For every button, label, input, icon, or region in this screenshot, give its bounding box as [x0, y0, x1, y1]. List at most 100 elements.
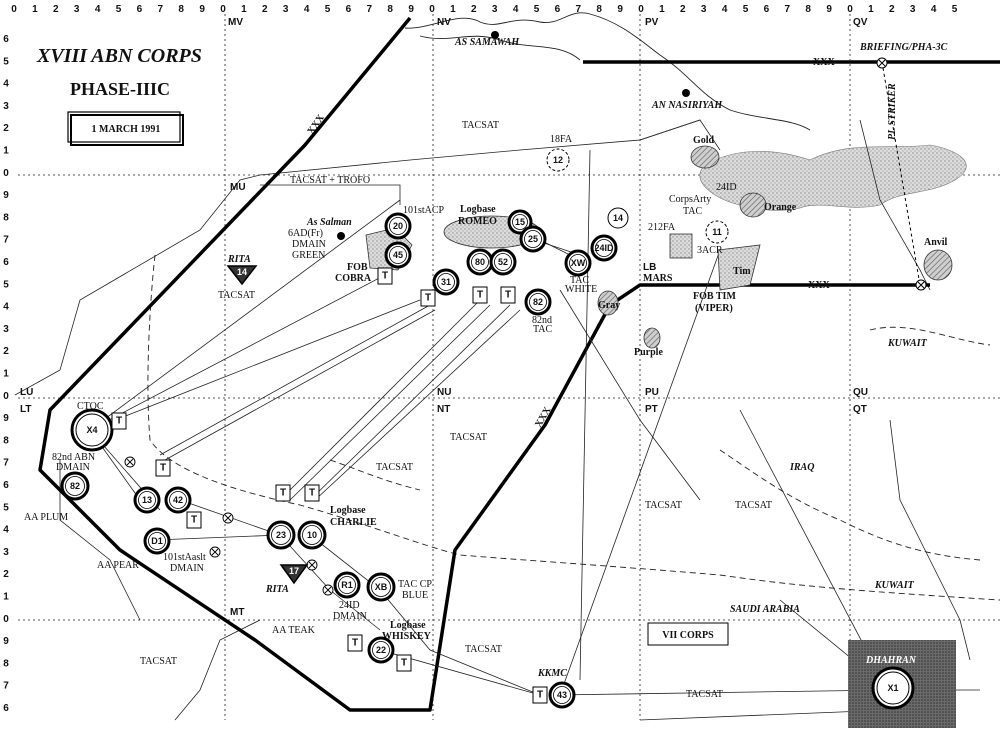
scale-tick-left: 0 — [3, 614, 9, 625]
svg-text:TACSAT: TACSAT — [735, 500, 772, 511]
svg-text:101stAaslt: 101stAaslt — [163, 552, 206, 563]
unit-label: 13 — [142, 495, 152, 505]
scale-tick-left: 3 — [3, 101, 9, 112]
tacsat-terminal: T — [111, 412, 127, 430]
svg-text:TACSAT: TACSAT — [376, 462, 413, 473]
unit-r1: R1 — [333, 571, 361, 599]
unit-u25: 25 — [519, 225, 547, 253]
svg-text:TACSAT: TACSAT — [140, 656, 177, 667]
scale-tick-top: 4 — [722, 4, 728, 15]
svg-text:TACSAT: TACSAT — [462, 120, 499, 131]
svg-text:TACSAT: TACSAT — [465, 644, 502, 655]
scale-tick-top: 1 — [868, 4, 874, 15]
scale-tick-top: 0 — [429, 4, 435, 15]
scale-tick-top: 9 — [199, 4, 205, 15]
tacsat-terminal-label: T — [309, 488, 315, 499]
scale-tick-top: 8 — [596, 4, 602, 15]
scale-tick-top: 0 — [638, 4, 644, 15]
svg-text:NT: NT — [437, 404, 450, 415]
scale-tick-left: 3 — [3, 547, 9, 558]
tacsat-terminal: T — [275, 484, 291, 502]
svg-text:DHAHRAN: DHAHRAN — [865, 655, 917, 666]
date-box: 1 MARCH 1991 — [67, 111, 184, 146]
scale-tick-left: 8 — [3, 212, 9, 223]
scale-tick-top: 3 — [910, 4, 916, 15]
tacsat-terminal: T — [186, 511, 202, 529]
tacsat-terminal: T — [155, 459, 171, 477]
svg-text:Logbase: Logbase — [330, 505, 366, 516]
scale-tick-top: 5 — [116, 4, 122, 15]
unit-u45: 45 — [384, 241, 412, 269]
unit-u22: 22 — [367, 636, 395, 664]
scale-tick-left: 6 — [3, 34, 9, 45]
corps-arty-area — [669, 233, 693, 259]
scale-tick-top: 6 — [764, 4, 770, 15]
tacsat-terminal-label: T — [505, 290, 511, 301]
svg-text:212FA: 212FA — [648, 222, 676, 233]
scale-tick-top: 8 — [178, 4, 184, 15]
scale-tick-left: 7 — [3, 458, 9, 469]
svg-text:SAUDI ARABIA: SAUDI ARABIA — [730, 604, 800, 615]
tacsat-terminal-label: T — [425, 293, 431, 304]
objective-gold — [690, 145, 720, 169]
objective-labels: Gold Orange Anvil Gray Purple Tim — [598, 135, 948, 358]
tacsat-terminal-label: T — [352, 638, 358, 649]
unit-label: XB — [375, 582, 388, 592]
scale-tick-left: 0 — [3, 168, 9, 179]
svg-text:ROMEO: ROMEO — [458, 216, 497, 227]
scale-tick-left: 0 — [3, 391, 9, 402]
scale-tick-top: 9 — [617, 4, 623, 15]
comm-links — [89, 149, 980, 721]
unit-triangle-label: 17 — [289, 566, 299, 576]
map-title: XVIII ABN CORPS — [36, 45, 202, 67]
svg-text:DMAIN: DMAIN — [292, 239, 326, 250]
svg-text:MU: MU — [230, 182, 246, 193]
svg-text:QT: QT — [853, 404, 867, 415]
unit-u13: 13 — [133, 486, 161, 514]
unit-triangle-14 — [226, 265, 258, 286]
unit-id24: 24ID — [590, 234, 618, 262]
scale-tick-top: 9 — [826, 4, 832, 15]
svg-text:CorpsArty: CorpsArty — [669, 194, 711, 205]
tacsat-terminal: T — [472, 286, 488, 304]
scale-tick-top: 3 — [283, 4, 289, 15]
scale-tick-top: 3 — [492, 4, 498, 15]
tacsat-terminal-label: T — [537, 690, 543, 701]
scale-tick-left: 2 — [3, 346, 9, 357]
tacsat-terminal-label: T — [280, 488, 286, 499]
svg-text:TACSAT: TACSAT — [645, 500, 682, 511]
scale-tick-top: 5 — [952, 4, 958, 15]
svg-text:Tim: Tim — [733, 266, 751, 277]
scale-tick-left: 6 — [3, 257, 9, 268]
scale-tick-left: 6 — [3, 703, 9, 714]
svg-text:AN NASIRIYAH: AN NASIRIYAH — [651, 100, 723, 111]
svg-text:DMAIN: DMAIN — [170, 563, 204, 574]
tacsat-terminal-label: T — [382, 271, 388, 282]
svg-text:NU: NU — [437, 387, 451, 398]
tacsat-terminal-label: T — [477, 290, 483, 301]
scale-tick-left: 6 — [3, 480, 9, 491]
svg-text:WHITE: WHITE — [565, 284, 597, 295]
svg-text:LU: LU — [20, 387, 33, 398]
svg-text:PT: PT — [645, 404, 658, 415]
scale-tick-left: 1 — [3, 592, 9, 603]
unit-label: 43 — [557, 690, 567, 700]
scale-tick-left: 9 — [3, 190, 9, 201]
svg-text:TACSAT: TACSAT — [450, 432, 487, 443]
scale-tick-top: 8 — [805, 4, 811, 15]
svg-text:MARS: MARS — [643, 273, 673, 284]
unit-u43: 43 — [548, 681, 576, 709]
svg-text:101stACP: 101stACP — [403, 205, 445, 216]
scale-tick-top: 3 — [74, 4, 80, 15]
marsh-area — [699, 144, 967, 211]
svg-text:COBRA: COBRA — [335, 273, 372, 284]
svg-text:6AD(Fr): 6AD(Fr) — [288, 228, 323, 239]
svg-text:18FA: 18FA — [550, 134, 573, 145]
grid-zone-labels: MV NV PV QV MU LU LT NU NT PU PT QU QT M… — [20, 17, 868, 618]
svg-text:CHARLIE: CHARLIE — [330, 517, 377, 528]
svg-text:TAC: TAC — [683, 206, 703, 217]
scale-tick-left: 5 — [3, 56, 9, 67]
svg-text:PV: PV — [645, 17, 659, 28]
